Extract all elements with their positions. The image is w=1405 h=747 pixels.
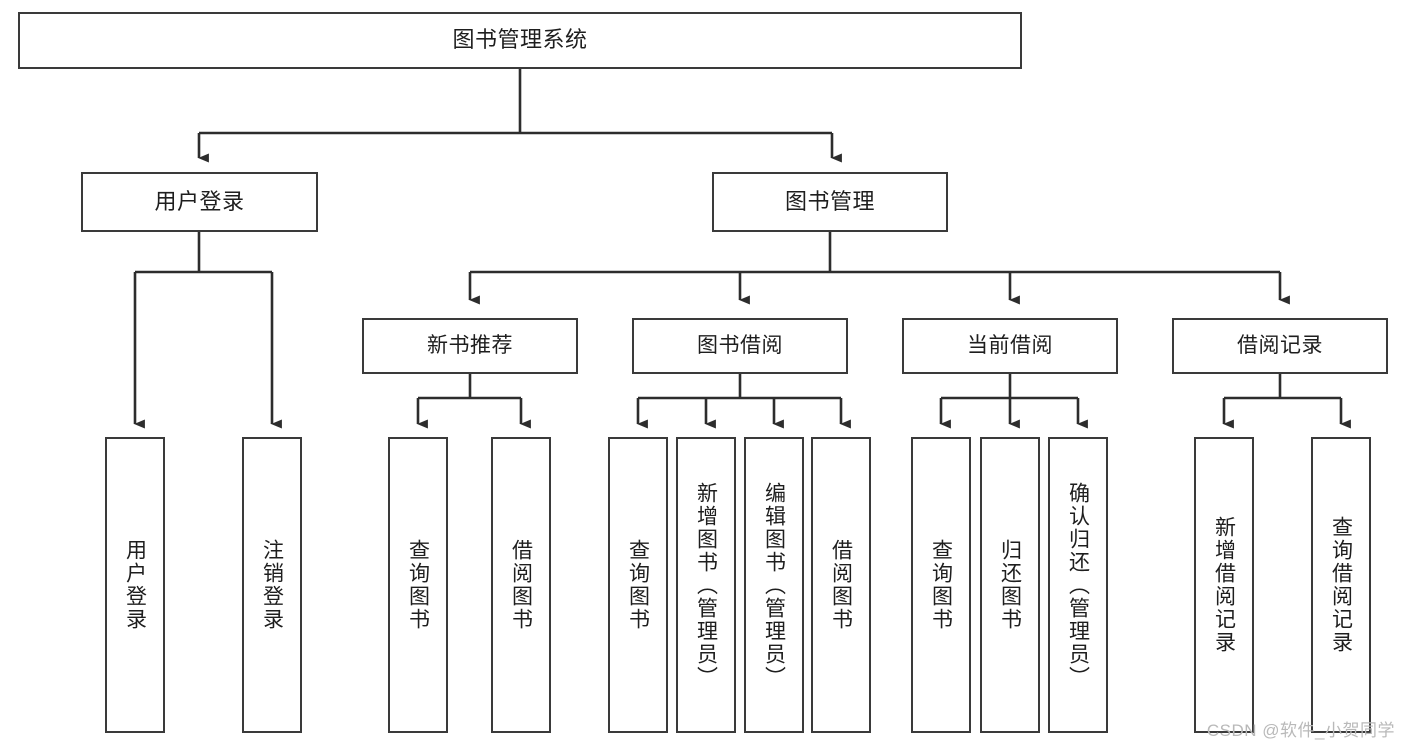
leaf-query-record-label: 查询借阅记录 bbox=[1329, 516, 1353, 654]
node-new-book-recommend[interactable]: 新书推荐 bbox=[362, 318, 578, 374]
leaf-query-book-1-label: 查询图书 bbox=[406, 539, 430, 631]
leaf-user-login-label: 用户登录 bbox=[123, 539, 147, 631]
leaf-query-book-2[interactable]: 查询图书 bbox=[608, 437, 668, 733]
leaf-confirm-return[interactable]: 确认归还（管理员） bbox=[1048, 437, 1108, 733]
leaf-user-login[interactable]: 用户登录 bbox=[105, 437, 165, 733]
node-book-management[interactable]: 图书管理 bbox=[712, 172, 948, 232]
csdn-watermark: CSDN @软件_小贺同学 bbox=[1206, 721, 1395, 740]
leaf-query-record[interactable]: 查询借阅记录 bbox=[1311, 437, 1371, 733]
node-current-borrow[interactable]: 当前借阅 bbox=[902, 318, 1118, 374]
leaf-edit-book[interactable]: 编辑图书（管理员） bbox=[744, 437, 804, 733]
node-root[interactable]: 图书管理系统 bbox=[18, 12, 1022, 69]
node-current-borrow-label: 当前借阅 bbox=[967, 334, 1053, 358]
leaf-add-record[interactable]: 新增借阅记录 bbox=[1194, 437, 1254, 733]
leaf-query-book-3-label: 查询图书 bbox=[929, 539, 953, 631]
leaf-borrow-book-2-label: 借阅图书 bbox=[829, 539, 853, 631]
node-book-borrow-label: 图书借阅 bbox=[697, 334, 783, 358]
leaf-add-record-label: 新增借阅记录 bbox=[1212, 516, 1236, 654]
leaf-query-book-1[interactable]: 查询图书 bbox=[388, 437, 448, 733]
leaf-user-logout-label: 注销登录 bbox=[260, 539, 284, 631]
leaf-edit-book-label: 编辑图书（管理员） bbox=[762, 482, 786, 689]
leaf-borrow-book-2[interactable]: 借阅图书 bbox=[811, 437, 871, 733]
node-book-management-label: 图书管理 bbox=[784, 188, 875, 214]
node-root-label: 图书管理系统 bbox=[452, 27, 588, 53]
leaf-borrow-book-1-label: 借阅图书 bbox=[509, 539, 533, 631]
node-borrow-record-label: 借阅记录 bbox=[1237, 334, 1323, 358]
leaf-confirm-return-label: 确认归还（管理员） bbox=[1066, 482, 1090, 689]
leaf-return-book[interactable]: 归还图书 bbox=[980, 437, 1040, 733]
leaf-add-book-label: 新增图书（管理员） bbox=[694, 482, 718, 689]
leaf-borrow-book-1[interactable]: 借阅图书 bbox=[491, 437, 551, 733]
node-new-book-recommend-label: 新书推荐 bbox=[427, 334, 513, 358]
node-borrow-record[interactable]: 借阅记录 bbox=[1172, 318, 1388, 374]
node-user-login-label: 用户登录 bbox=[154, 188, 245, 214]
leaf-add-book[interactable]: 新增图书（管理员） bbox=[676, 437, 736, 733]
leaf-query-book-2-label: 查询图书 bbox=[626, 539, 650, 631]
node-book-borrow[interactable]: 图书借阅 bbox=[632, 318, 848, 374]
leaf-query-book-3[interactable]: 查询图书 bbox=[911, 437, 971, 733]
leaf-user-logout[interactable]: 注销登录 bbox=[242, 437, 302, 733]
leaf-return-book-label: 归还图书 bbox=[998, 539, 1022, 631]
node-user-login[interactable]: 用户登录 bbox=[81, 172, 318, 232]
